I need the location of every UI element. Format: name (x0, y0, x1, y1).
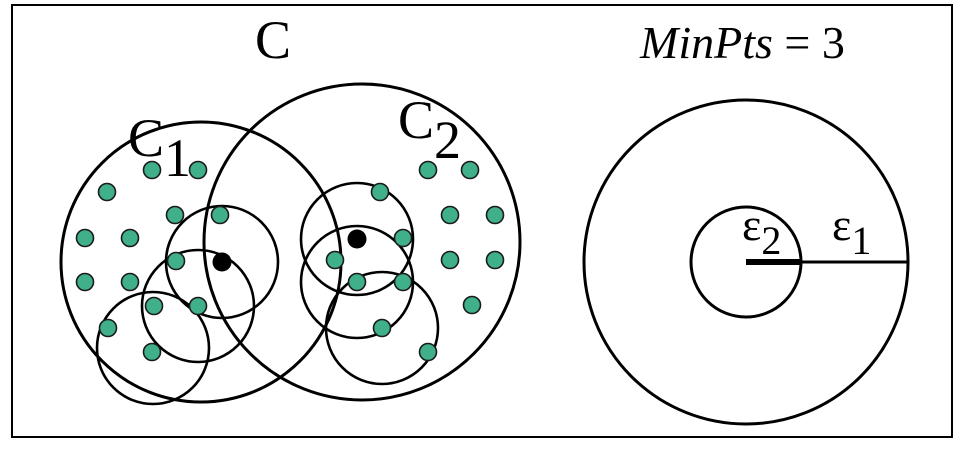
eps1-label: ε1 (832, 199, 871, 263)
cluster-c1-label: C1 (128, 108, 191, 188)
data-point (460, 160, 480, 180)
eps1-label-main: ε (832, 199, 851, 250)
data-point (393, 272, 413, 292)
data-point (142, 160, 162, 180)
data-point (98, 318, 118, 338)
minpts-label-name: MinPts (639, 17, 773, 68)
data-point (120, 272, 140, 292)
eps2-label-main: ε (742, 199, 761, 250)
data-point (144, 296, 164, 316)
data-point (372, 318, 392, 338)
data-point (325, 250, 345, 270)
data-point (393, 228, 413, 248)
data-point (462, 295, 482, 315)
data-point (485, 205, 505, 225)
data-point (370, 182, 390, 202)
minpts-label: MinPts = 3 (639, 17, 845, 68)
cluster-c1-label-main: C (128, 108, 164, 168)
data-point (166, 251, 186, 271)
figure-frame (11, 4, 953, 438)
cluster-c2-label: C2 (398, 90, 461, 170)
cluster-c2-label-main: C (398, 90, 434, 150)
data-point (75, 228, 95, 248)
cluster-c1-label-subscript: 1 (164, 128, 191, 188)
data-point (485, 250, 505, 270)
eps2-label: ε2 (742, 199, 781, 263)
core-point (347, 229, 367, 249)
cluster-c2-label-subscript: 2 (434, 110, 461, 170)
data-point (188, 160, 208, 180)
data-point (97, 182, 117, 202)
eps-neighborhood-circle (324, 270, 440, 386)
minpts-label-value: = 3 (773, 17, 845, 68)
eps-neighborhood-circle (299, 181, 415, 297)
eps-neighborhood-circle (140, 248, 256, 364)
eps2-label-subscript: 2 (761, 218, 781, 263)
data-point (210, 205, 230, 225)
data-point (165, 205, 185, 225)
core-point (212, 252, 232, 272)
eps-neighborhood-circle (95, 290, 211, 406)
data-point (347, 272, 367, 292)
data-point (188, 296, 208, 316)
data-point (120, 228, 140, 248)
data-point (440, 250, 460, 270)
data-point (75, 272, 95, 292)
cluster-c-label: C (255, 10, 291, 70)
cluster-c2-circle (202, 82, 522, 402)
data-point (418, 342, 438, 362)
data-point (142, 342, 162, 362)
data-point (440, 205, 460, 225)
data-point (418, 160, 438, 180)
eps1-label-subscript: 1 (851, 218, 871, 263)
